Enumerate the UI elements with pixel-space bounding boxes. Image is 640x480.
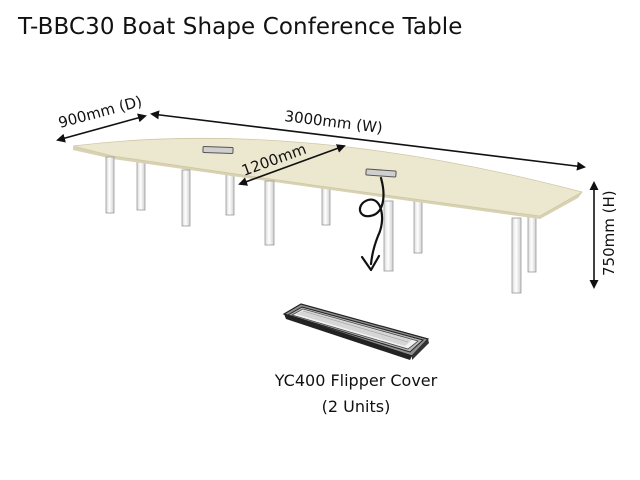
curly-arrow-icon [358, 176, 385, 266]
accessory-name: YC400 Flipper Cover [274, 371, 438, 390]
height-label: 750mm (H) [600, 190, 618, 276]
table-leg [413, 194, 423, 254]
width-dimension-line [150, 110, 586, 171]
curly-arrow-head-icon [360, 254, 381, 272]
table-leg [527, 209, 537, 273]
table-leg [105, 156, 115, 214]
table-legs-back [136, 154, 537, 273]
page-title: T-BBC30 Boat Shape Conference Table [18, 14, 463, 40]
table-leg [181, 169, 191, 227]
flipper-slot [202, 146, 234, 154]
depth-label: 900mm (D) [56, 92, 144, 132]
table-leg [383, 200, 394, 272]
table-legs-front [105, 156, 522, 294]
depth-dimension-line [56, 113, 147, 143]
accessory-quantity: (2 Units) [321, 397, 391, 416]
flipper-cover-image [282, 303, 430, 360]
table-leg [264, 180, 275, 246]
table-leg [511, 217, 522, 294]
dimension-lines [56, 110, 599, 289]
middle-depth-dimension-line [238, 144, 346, 186]
